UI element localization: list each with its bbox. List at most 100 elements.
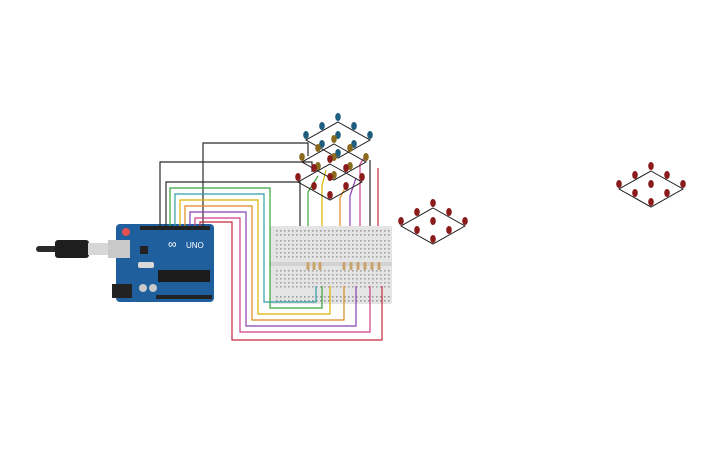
- led[interactable]: [335, 113, 341, 121]
- led[interactable]: [632, 171, 638, 179]
- wire-orange[interactable]: [339, 185, 347, 226]
- led-layer-right[interactable]: [616, 162, 686, 208]
- led[interactable]: [430, 217, 436, 225]
- resistor[interactable]: [377, 262, 381, 270]
- breadboard-hole: [360, 248, 362, 250]
- led[interactable]: [430, 199, 436, 207]
- wire-orange[interactable]: [184, 205, 345, 321]
- resistor[interactable]: [342, 262, 346, 270]
- resistor[interactable]: [318, 262, 322, 270]
- led[interactable]: [462, 217, 468, 225]
- breadboard-hole: [376, 252, 378, 254]
- led[interactable]: [327, 191, 333, 199]
- breadboard-hole: [348, 252, 350, 254]
- led[interactable]: [319, 140, 325, 148]
- resistor[interactable]: [356, 262, 360, 270]
- resistor[interactable]: [312, 262, 316, 270]
- wire-purple[interactable]: [189, 211, 357, 327]
- led[interactable]: [319, 122, 325, 130]
- led[interactable]: [351, 140, 357, 148]
- wire-red[interactable]: [199, 221, 383, 341]
- led[interactable]: [295, 173, 301, 181]
- led[interactable]: [331, 135, 337, 143]
- led[interactable]: [335, 149, 341, 157]
- resistor[interactable]: [306, 262, 310, 270]
- wire-black-a[interactable]: [165, 181, 301, 226]
- breadboard-hole: [376, 286, 378, 288]
- led[interactable]: [335, 131, 341, 139]
- led[interactable]: [303, 131, 309, 139]
- wire-teal[interactable]: [174, 193, 317, 303]
- breadboard-hole: [324, 270, 326, 272]
- led[interactable]: [414, 226, 420, 234]
- led[interactable]: [359, 173, 365, 181]
- wire-yellow[interactable]: [321, 169, 327, 226]
- breadboard-rail-hole: [340, 230, 342, 232]
- led[interactable]: [327, 173, 333, 181]
- breadboard-hole: [276, 274, 278, 276]
- digital-header[interactable]: [140, 226, 210, 230]
- led[interactable]: [648, 180, 654, 188]
- led[interactable]: [616, 180, 622, 188]
- led[interactable]: [363, 153, 369, 161]
- led[interactable]: [414, 208, 420, 216]
- breadboard-hole: [356, 270, 358, 272]
- led[interactable]: [311, 182, 317, 190]
- led[interactable]: [311, 164, 317, 172]
- breadboard-hole: [304, 256, 306, 258]
- led[interactable]: [648, 162, 654, 170]
- led[interactable]: [343, 164, 349, 172]
- led-layer-frame: [399, 207, 467, 245]
- breadboard-hole: [368, 286, 370, 288]
- led-layer-middle[interactable]: [398, 199, 468, 245]
- wire-purple[interactable]: [349, 177, 357, 226]
- led[interactable]: [351, 122, 357, 130]
- resistor[interactable]: [363, 262, 367, 270]
- breadboard-hole: [308, 282, 310, 284]
- led[interactable]: [430, 235, 436, 243]
- wire-green[interactable]: [169, 187, 323, 309]
- breadboard-hole: [300, 278, 302, 280]
- led[interactable]: [315, 144, 321, 152]
- wire-pink[interactable]: [359, 157, 365, 226]
- wire-black-a[interactable]: [202, 142, 309, 226]
- led[interactable]: [632, 189, 638, 197]
- resistor[interactable]: [370, 262, 374, 270]
- breadboard-holes: [276, 230, 390, 302]
- wire-yellow[interactable]: [179, 199, 331, 315]
- breadboard-rail-hole: [292, 300, 294, 302]
- led[interactable]: [446, 208, 452, 216]
- led[interactable]: [398, 217, 404, 225]
- breadboard[interactable]: [270, 226, 392, 304]
- led-cube-3x3x3[interactable]: [295, 113, 373, 201]
- led[interactable]: [446, 226, 452, 234]
- analog-header[interactable]: [156, 295, 212, 299]
- wire-green[interactable]: [307, 175, 319, 226]
- led[interactable]: [680, 180, 686, 188]
- breadboard-hole: [384, 278, 386, 280]
- led[interactable]: [648, 198, 654, 206]
- led[interactable]: [664, 171, 670, 179]
- breadboard-hole: [288, 248, 290, 250]
- reset-button[interactable]: [122, 228, 130, 236]
- led[interactable]: [664, 189, 670, 197]
- wire-pink[interactable]: [194, 217, 371, 333]
- breadboard-rail-hole: [340, 300, 342, 302]
- breadboard-rail-hole: [308, 300, 310, 302]
- breadboard-hole: [364, 252, 366, 254]
- led[interactable]: [367, 131, 373, 139]
- breadboard-hole: [344, 240, 346, 242]
- led[interactable]: [347, 144, 353, 152]
- breadboard-hole: [296, 278, 298, 280]
- breadboard-hole: [360, 252, 362, 254]
- breadboard-hole: [324, 278, 326, 280]
- breadboard-hole: [312, 252, 314, 254]
- led[interactable]: [343, 182, 349, 190]
- led[interactable]: [299, 153, 305, 161]
- arduino-uno-board[interactable]: ∞ UNO: [108, 224, 214, 302]
- breadboard-hole: [348, 282, 350, 284]
- breadboard-hole: [384, 270, 386, 272]
- resistor[interactable]: [349, 262, 353, 270]
- led[interactable]: [327, 155, 333, 163]
